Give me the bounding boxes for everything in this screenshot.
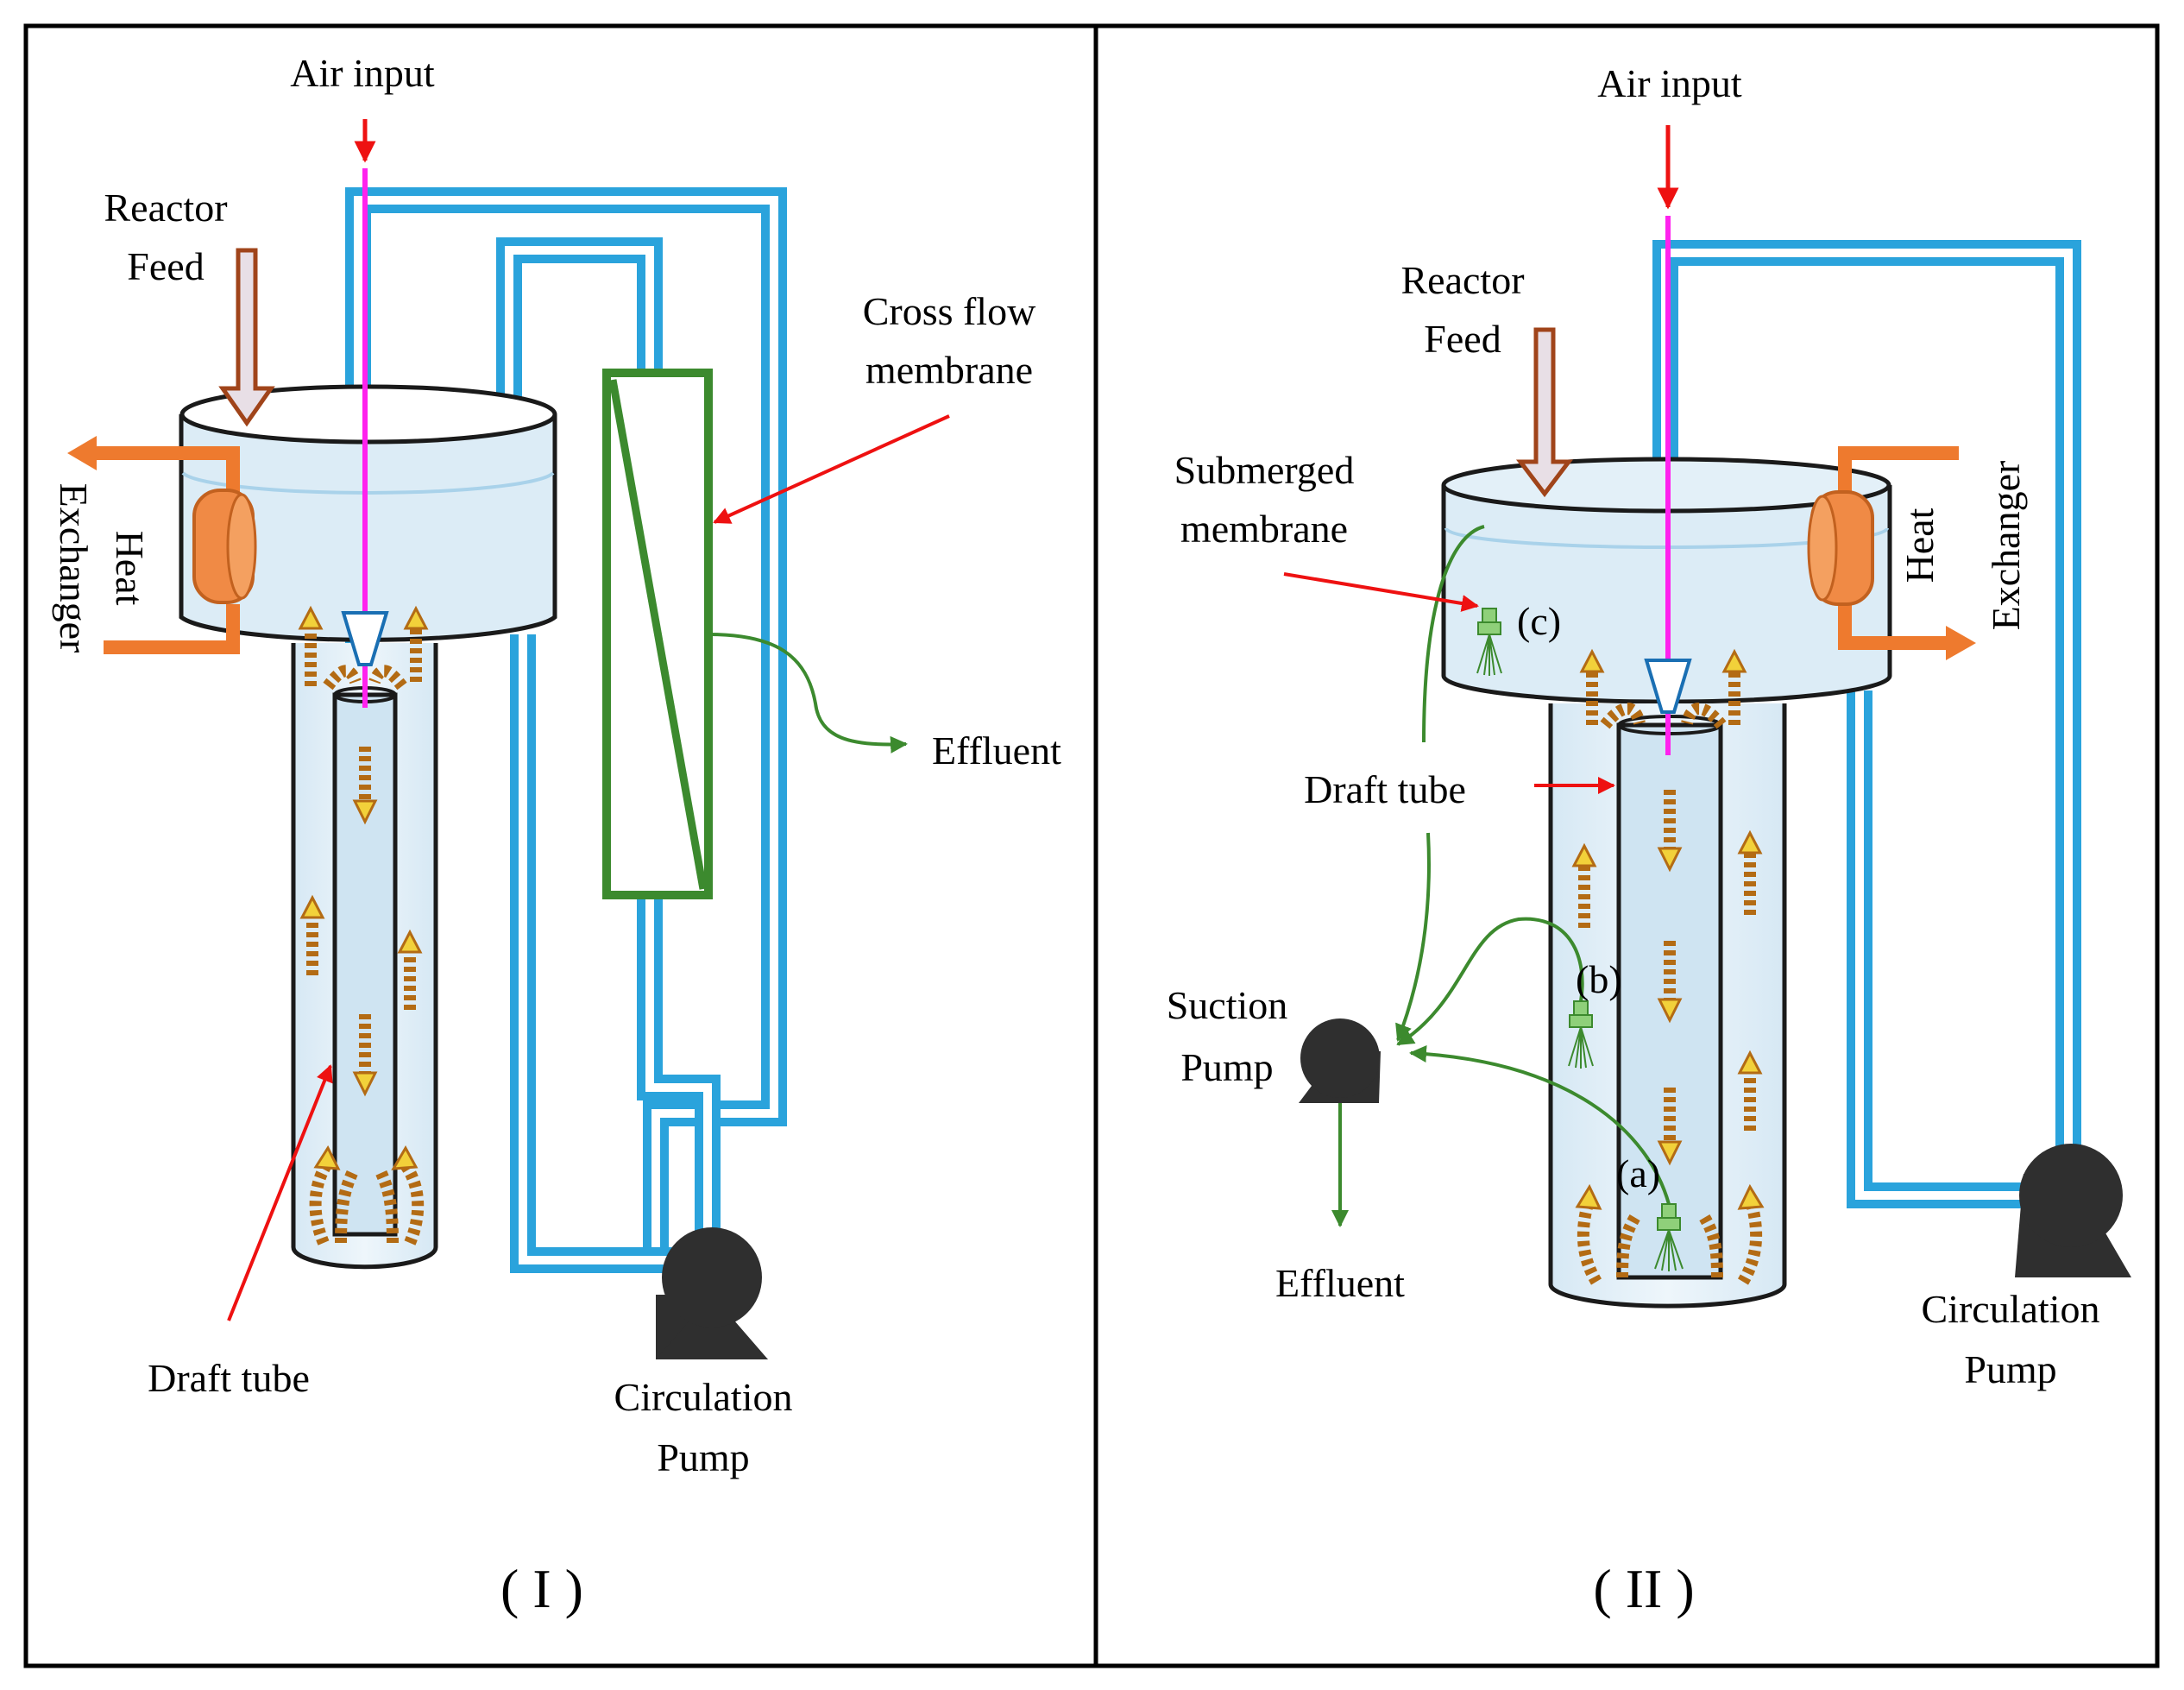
- marker-c-label: (c): [1517, 599, 1561, 643]
- air-nozzle-I: [341, 611, 389, 666]
- submerged-membrane-label-l2: membrane: [1180, 507, 1348, 551]
- recirculation-pipe-inner: [496, 237, 721, 1273]
- pointer-submerged-membrane: [1283, 572, 1479, 612]
- flow-arrowheads-I: [298, 605, 429, 1170]
- cross-flow-membrane: [602, 369, 713, 899]
- panel-II: Air input Reactor Feed Submerged membran…: [1167, 61, 2131, 1619]
- panel-label-I: ( I ): [500, 1558, 583, 1619]
- cross-flow-label-l1: Cross flow: [863, 289, 1036, 333]
- heat-exchanger-I: [67, 436, 257, 654]
- permeate-lines: [1395, 525, 1671, 1205]
- air-input-label-I: Air input: [290, 51, 435, 95]
- cross-flow-label-l2: membrane: [865, 348, 1033, 392]
- reactor-feed-label-I-l2: Feed: [127, 244, 204, 288]
- flow-arrows-II: [1577, 669, 1763, 1285]
- membrane-module-b: [1568, 1000, 1594, 1069]
- flow-arrows-I: [305, 626, 425, 1245]
- membrane-module-c: [1476, 608, 1502, 676]
- circulation-pump-label-II-l1: Circulation: [1922, 1287, 2100, 1331]
- heat-exchanger-label-I-l2: Exchanger: [52, 483, 96, 653]
- air-nozzle-II: [1644, 659, 1692, 714]
- reactor-feed-arrow-II: [1515, 327, 1574, 498]
- circulation-pump-label-II-l2: Pump: [1964, 1347, 2056, 1391]
- circulation-pump-II: [2015, 1144, 2131, 1277]
- pointer-draft-tube-I: [227, 1064, 333, 1321]
- effluent-label-I: Effluent: [932, 728, 1061, 772]
- heat-exchanger-II: [1807, 446, 1976, 660]
- reactor-feed-label-II-l1: Reactor: [1400, 258, 1524, 302]
- suction-pump: [1299, 1018, 1381, 1103]
- recirculation-pipe-outer: [345, 187, 787, 1247]
- suction-pump-label-l1: Suction: [1167, 983, 1288, 1027]
- marker-b-label: (b): [1576, 957, 1622, 1001]
- air-input-label-II: Air input: [1597, 61, 1742, 105]
- submerged-membrane-label-l1: Submerged: [1174, 448, 1355, 492]
- heat-exchanger-label-II-l1: Heat: [1898, 508, 1942, 583]
- effluent-label-II: Effluent: [1275, 1261, 1405, 1305]
- frame-panel-II: [1093, 23, 2160, 1668]
- draft-tube-label-I: Draft tube: [148, 1356, 310, 1400]
- circulation-pump-label-I-l2: Pump: [657, 1435, 749, 1479]
- reactor-feed-label-II-l2: Feed: [1424, 317, 1501, 361]
- panel-I: Air input Reactor Feed Heat Exchanger Cr…: [52, 51, 1061, 1619]
- circulation-pump-I: [656, 1227, 768, 1359]
- panel-label-II: ( II ): [1593, 1558, 1694, 1619]
- heat-exchanger-label-II-l2: Exchanger: [1984, 461, 2028, 631]
- reactor-feed-label-I-l1: Reactor: [104, 186, 227, 230]
- effluent-line-I: [708, 633, 908, 754]
- heat-exchanger-label-I-l1: Heat: [108, 531, 152, 606]
- draft-tube-label-II: Draft tube: [1304, 767, 1466, 811]
- circulation-pump-label-I-l1: Circulation: [614, 1375, 793, 1419]
- marker-a-label: (a): [1616, 1151, 1660, 1195]
- pointer-cross-flow: [713, 414, 950, 524]
- membrane-module-a: [1654, 1203, 1684, 1271]
- reactor-feed-arrow-I: [218, 248, 275, 427]
- flow-arrowheads-II: [1571, 648, 1765, 1210]
- suction-pump-label-l2: Pump: [1180, 1045, 1273, 1089]
- reactor-vessel-I: [179, 384, 557, 642]
